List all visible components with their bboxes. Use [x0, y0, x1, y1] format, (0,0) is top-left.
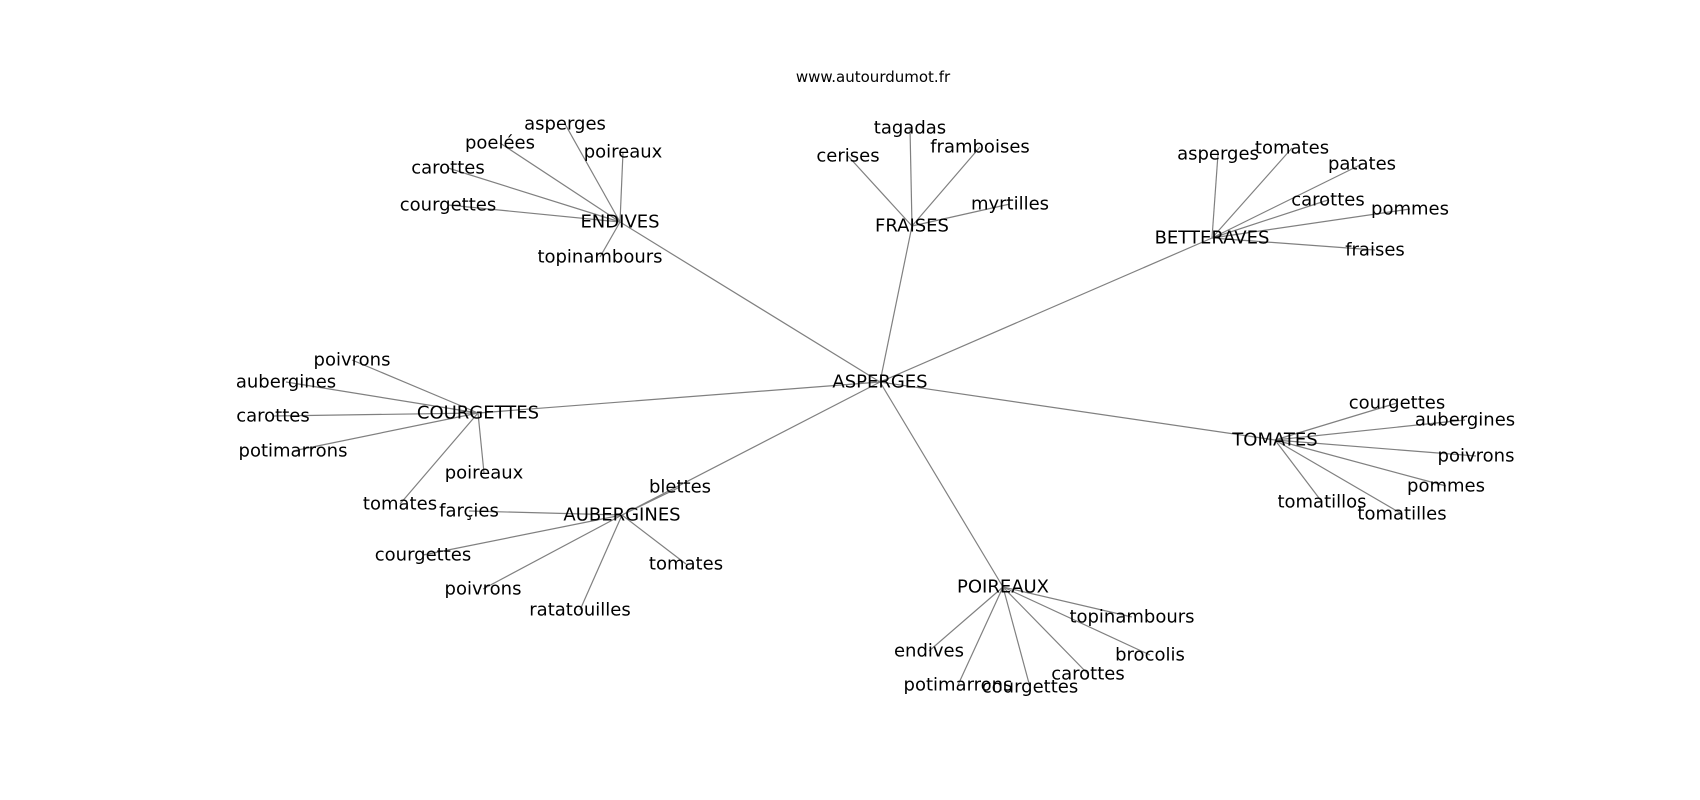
edge-poireaux-courgettes	[1002, 586, 1031, 688]
edge-poireaux-topinambours	[1002, 586, 1133, 618]
center-node: ASPERGES	[832, 372, 927, 393]
leaf-node: carottes	[1291, 190, 1365, 211]
edge-aubergines-courgettes	[422, 514, 623, 556]
edge-betteraves-patates	[1211, 163, 1363, 239]
leaf-node: pommes	[1371, 199, 1449, 220]
edge-aubergines-poivrons	[482, 514, 623, 590]
leaf-node: aubergines	[236, 372, 336, 393]
leaf-node: tomatillos	[1277, 492, 1366, 513]
leaf-node: poelées	[465, 133, 535, 154]
group-node-endives: ENDIVES	[580, 212, 659, 233]
leaf-node: myrtilles	[971, 194, 1049, 215]
edge-poireaux-endives	[928, 586, 1004, 652]
leaf-node: courgettes	[400, 195, 496, 216]
edge-endives-asperges	[564, 123, 621, 223]
edge-endives-carottes	[447, 167, 621, 223]
leaf-node: poivrons	[1438, 446, 1515, 467]
group-node-betteraves: BETTERAVES	[1155, 228, 1270, 249]
leaf-node: carottes	[1051, 664, 1125, 685]
edge-betteraves-tomates	[1211, 147, 1293, 239]
leaf-node: aubergines	[1415, 410, 1515, 431]
edge-tomates-tomatilles	[1274, 439, 1403, 515]
source-url: www.autourdumot.fr	[796, 68, 951, 86]
edge-poireaux-potimarrons	[957, 586, 1004, 686]
edge-aubergines-ratatouilles	[579, 514, 623, 611]
leaf-node: asperges	[1177, 144, 1259, 165]
leaf-node: farçies	[439, 501, 499, 522]
edge-tomates-tomatillos	[1274, 439, 1323, 503]
group-node-aubergines: AUBERGINES	[563, 505, 680, 526]
edge-endives-courgettes	[447, 204, 621, 223]
edge-fraises-framboises	[911, 146, 981, 227]
leaf-node: tagadas	[874, 118, 946, 139]
edge-tomates-aubergines	[1274, 419, 1466, 441]
edge-aubergines-farçies	[468, 510, 623, 516]
edge-betteraves-asperges	[1211, 153, 1219, 239]
edge-center-fraises	[879, 225, 913, 383]
leaf-node: cerises	[816, 146, 879, 167]
leaf-node: potimarrons	[239, 441, 348, 462]
edge-endives-topinambours	[599, 221, 621, 258]
edge-layer	[272, 123, 1477, 688]
group-node-poireaux: POIREAUX	[957, 577, 1049, 598]
edge-betteraves-fraises	[1211, 237, 1376, 251]
leaf-node: courgettes	[1349, 393, 1445, 414]
edge-betteraves-pommes	[1211, 208, 1411, 239]
leaf-node: endives	[894, 641, 964, 662]
edge-courgettes-tomates	[399, 412, 479, 505]
edge-poireaux-carottes	[1002, 586, 1089, 675]
edge-aubergines-tomates	[621, 514, 687, 565]
leaf-node: tomates	[649, 554, 723, 575]
leaf-node: poireaux	[445, 463, 524, 484]
leaf-node: poivrons	[445, 579, 522, 600]
edge-endives-poireaux	[619, 151, 624, 223]
leaf-node: fraises	[1345, 240, 1405, 261]
edge-fraises-cerises	[847, 155, 913, 227]
leaf-node: blettes	[649, 477, 711, 498]
leaf-node: topinambours	[1069, 607, 1194, 628]
edge-aubergines-blettes	[621, 486, 681, 516]
leaf-node: framboises	[930, 137, 1030, 158]
edge-tomates-poivrons	[1274, 439, 1477, 457]
edge-courgettes-aubergines	[285, 381, 479, 414]
edge-fraises-myrtilles	[911, 203, 1011, 227]
leaf-node: brocolis	[1115, 645, 1185, 666]
leaf-node: tomates	[363, 494, 437, 515]
leaf-node: carottes	[236, 406, 310, 427]
leaf-node: poivrons	[314, 350, 391, 371]
leaf-node: tomates	[1255, 138, 1329, 159]
leaf-node: tomatilles	[1357, 504, 1446, 525]
edge-courgettes-carottes	[272, 412, 479, 417]
edge-fraises-tagadas	[909, 127, 913, 227]
edge-center-tomates	[879, 381, 1276, 441]
leaf-node: potimarrons	[904, 675, 1013, 696]
group-node-fraises: FRAISES	[875, 216, 949, 237]
leaf-node: pommes	[1407, 476, 1485, 497]
edge-center-endives	[619, 221, 881, 383]
edge-betteraves-carottes	[1211, 199, 1329, 239]
edge-center-poireaux	[879, 381, 1004, 588]
edge-endives-poelées	[499, 142, 621, 223]
leaf-node: poireaux	[584, 142, 663, 163]
leaf-node: topinambours	[537, 247, 662, 268]
edge-tomates-pommes	[1274, 439, 1447, 487]
leaf-node: asperges	[524, 114, 606, 135]
edge-center-betteraves	[879, 237, 1213, 383]
leaf-node: ratatouilles	[529, 600, 630, 621]
leaf-node: carottes	[411, 158, 485, 179]
leaf-node: courgettes	[982, 677, 1078, 698]
group-node-tomates: TOMATES	[1231, 430, 1317, 451]
edge-courgettes-poivrons	[351, 359, 479, 414]
group-node-courgettes: COURGETTES	[417, 403, 539, 424]
leaf-node: courgettes	[375, 545, 471, 566]
edge-courgettes-poireaux	[477, 412, 485, 474]
edge-center-aubergines	[621, 381, 881, 516]
edge-center-courgettes	[477, 381, 881, 414]
edge-courgettes-potimarrons	[292, 412, 479, 452]
leaf-node: patates	[1328, 154, 1396, 175]
edge-tomates-courgettes	[1274, 402, 1398, 441]
edge-poireaux-brocolis	[1002, 586, 1151, 656]
